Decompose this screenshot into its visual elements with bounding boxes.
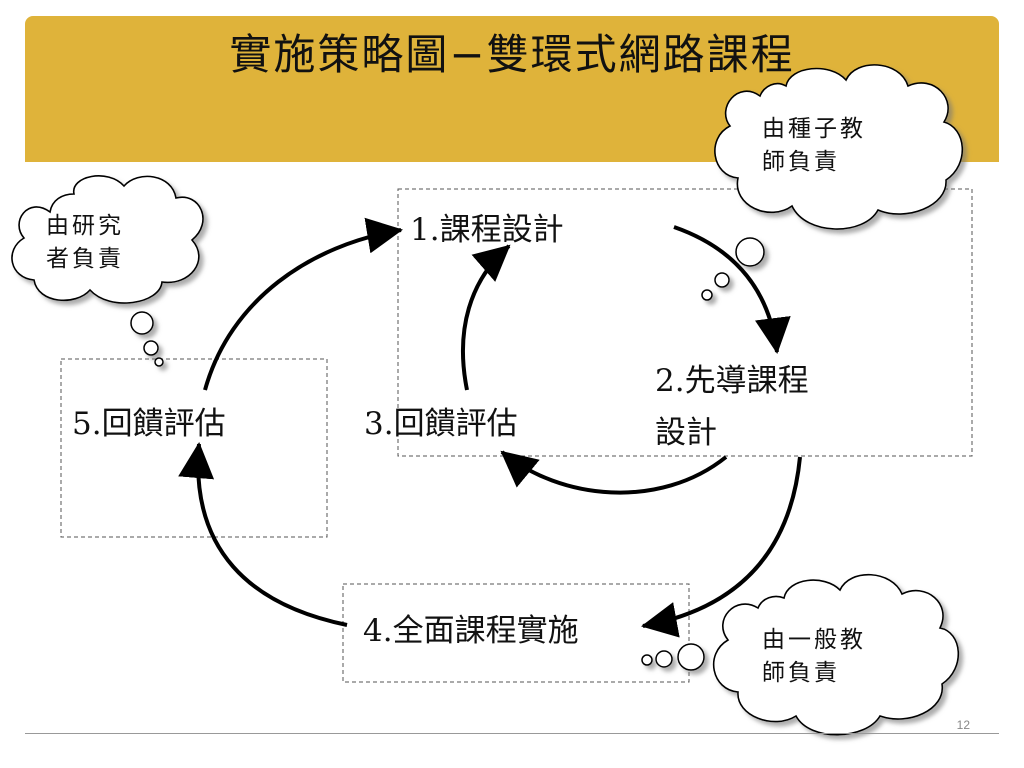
arrow-step1-to-step2 [673, 225, 791, 354]
cloud-seed-line1: 由種子教 [762, 116, 866, 142]
cloud-general-line2: 師負責 [762, 660, 840, 687]
cloud-researcher [11, 175, 204, 367]
evaluation-box [60, 358, 328, 538]
step-2-label-line1: 2.先導課程 [655, 363, 809, 399]
arrow-step2-to-step3 [500, 450, 728, 495]
footer-rule [25, 733, 999, 734]
step-1-label: 1.課程設計 [410, 212, 564, 248]
page-number: 12 [956, 718, 970, 732]
cloud-seed-line2: 師負責 [762, 149, 840, 176]
arrow-step3-to-step1 [460, 244, 511, 391]
arrow-step4-to-step5 [178, 442, 348, 627]
step-4-label: 4.全面課程實施 [363, 613, 579, 649]
step-5-label: 5.回饋評估 [72, 406, 226, 442]
cloud-researcher-line2: 者負責 [46, 246, 124, 273]
cloud-researcher-text: 由研究 者負責 [46, 210, 124, 277]
cloud-seed-teachers [701, 64, 964, 301]
pilot-region-box [397, 188, 973, 457]
cloud-seed-text: 由種子教 師負責 [762, 113, 866, 180]
slide-title: 實施策略圖−雙環式網路課程 [229, 30, 795, 79]
cloud-general-text: 由一般教 師負責 [762, 624, 866, 691]
cloud-researcher-line1: 由研究 [46, 213, 124, 239]
step-3-label: 3.回饋評估 [364, 406, 518, 442]
cloud-general-line1: 由一般教 [762, 627, 866, 653]
implementation-box [342, 583, 690, 683]
step-2-label-line2: 設計 [655, 415, 717, 451]
arrow-step5-to-step1 [203, 217, 403, 391]
arrow-step2-to-step4 [641, 456, 802, 638]
cloud-general-teachers [641, 573, 960, 736]
